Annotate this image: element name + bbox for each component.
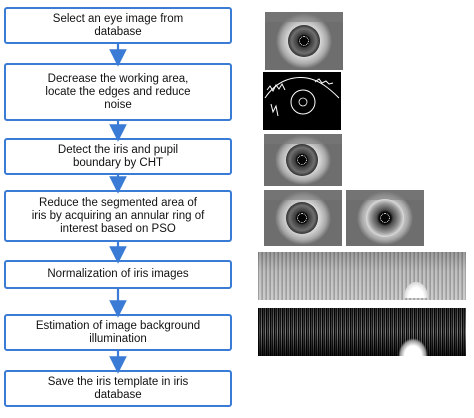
step-normalization: Normalization of iris images xyxy=(4,260,232,289)
eyelid-shading xyxy=(264,190,342,200)
step-label: Select an eye image from database xyxy=(52,12,184,38)
step-label: Save the iris template in iris database xyxy=(47,375,189,401)
step-label: Reduce the segmented area of iris by acq… xyxy=(31,196,205,235)
eye-edge-map xyxy=(263,72,341,130)
pupil-glint xyxy=(297,213,307,223)
eye-image-original xyxy=(265,12,343,70)
step-detect-iris-pupil: Detect the iris and pupil boundary by CH… xyxy=(4,138,232,175)
step-label: Decrease the working area, locate the ed… xyxy=(45,72,191,111)
background-illumination-strip xyxy=(258,308,466,356)
eye-annular-ring xyxy=(346,190,424,246)
step-label: Normalization of iris images xyxy=(47,268,189,280)
edge-lines xyxy=(264,77,340,117)
eyelid-shading xyxy=(346,190,424,200)
pupil-glint xyxy=(299,36,309,46)
eyelid-shading xyxy=(264,134,342,144)
pupil-glint xyxy=(380,213,390,223)
step-select-eye-image: Select an eye image from database xyxy=(4,7,232,44)
eye-segmented-iris xyxy=(264,190,342,246)
glint-artifact xyxy=(398,338,428,356)
step-estimate-illumination: Estimation of image background illuminat… xyxy=(4,314,232,351)
glint-artifact xyxy=(404,282,428,298)
eyelid-shading xyxy=(265,12,343,22)
eye-iris-pupil-boundary xyxy=(264,134,342,186)
step-save-template: Save the iris template in iris database xyxy=(4,370,232,407)
normalized-iris-strip xyxy=(258,252,466,300)
step-label: Estimation of image background illuminat… xyxy=(35,319,201,345)
pupil-glint xyxy=(297,155,307,165)
step-label: Detect the iris and pupil boundary by CH… xyxy=(57,143,179,169)
